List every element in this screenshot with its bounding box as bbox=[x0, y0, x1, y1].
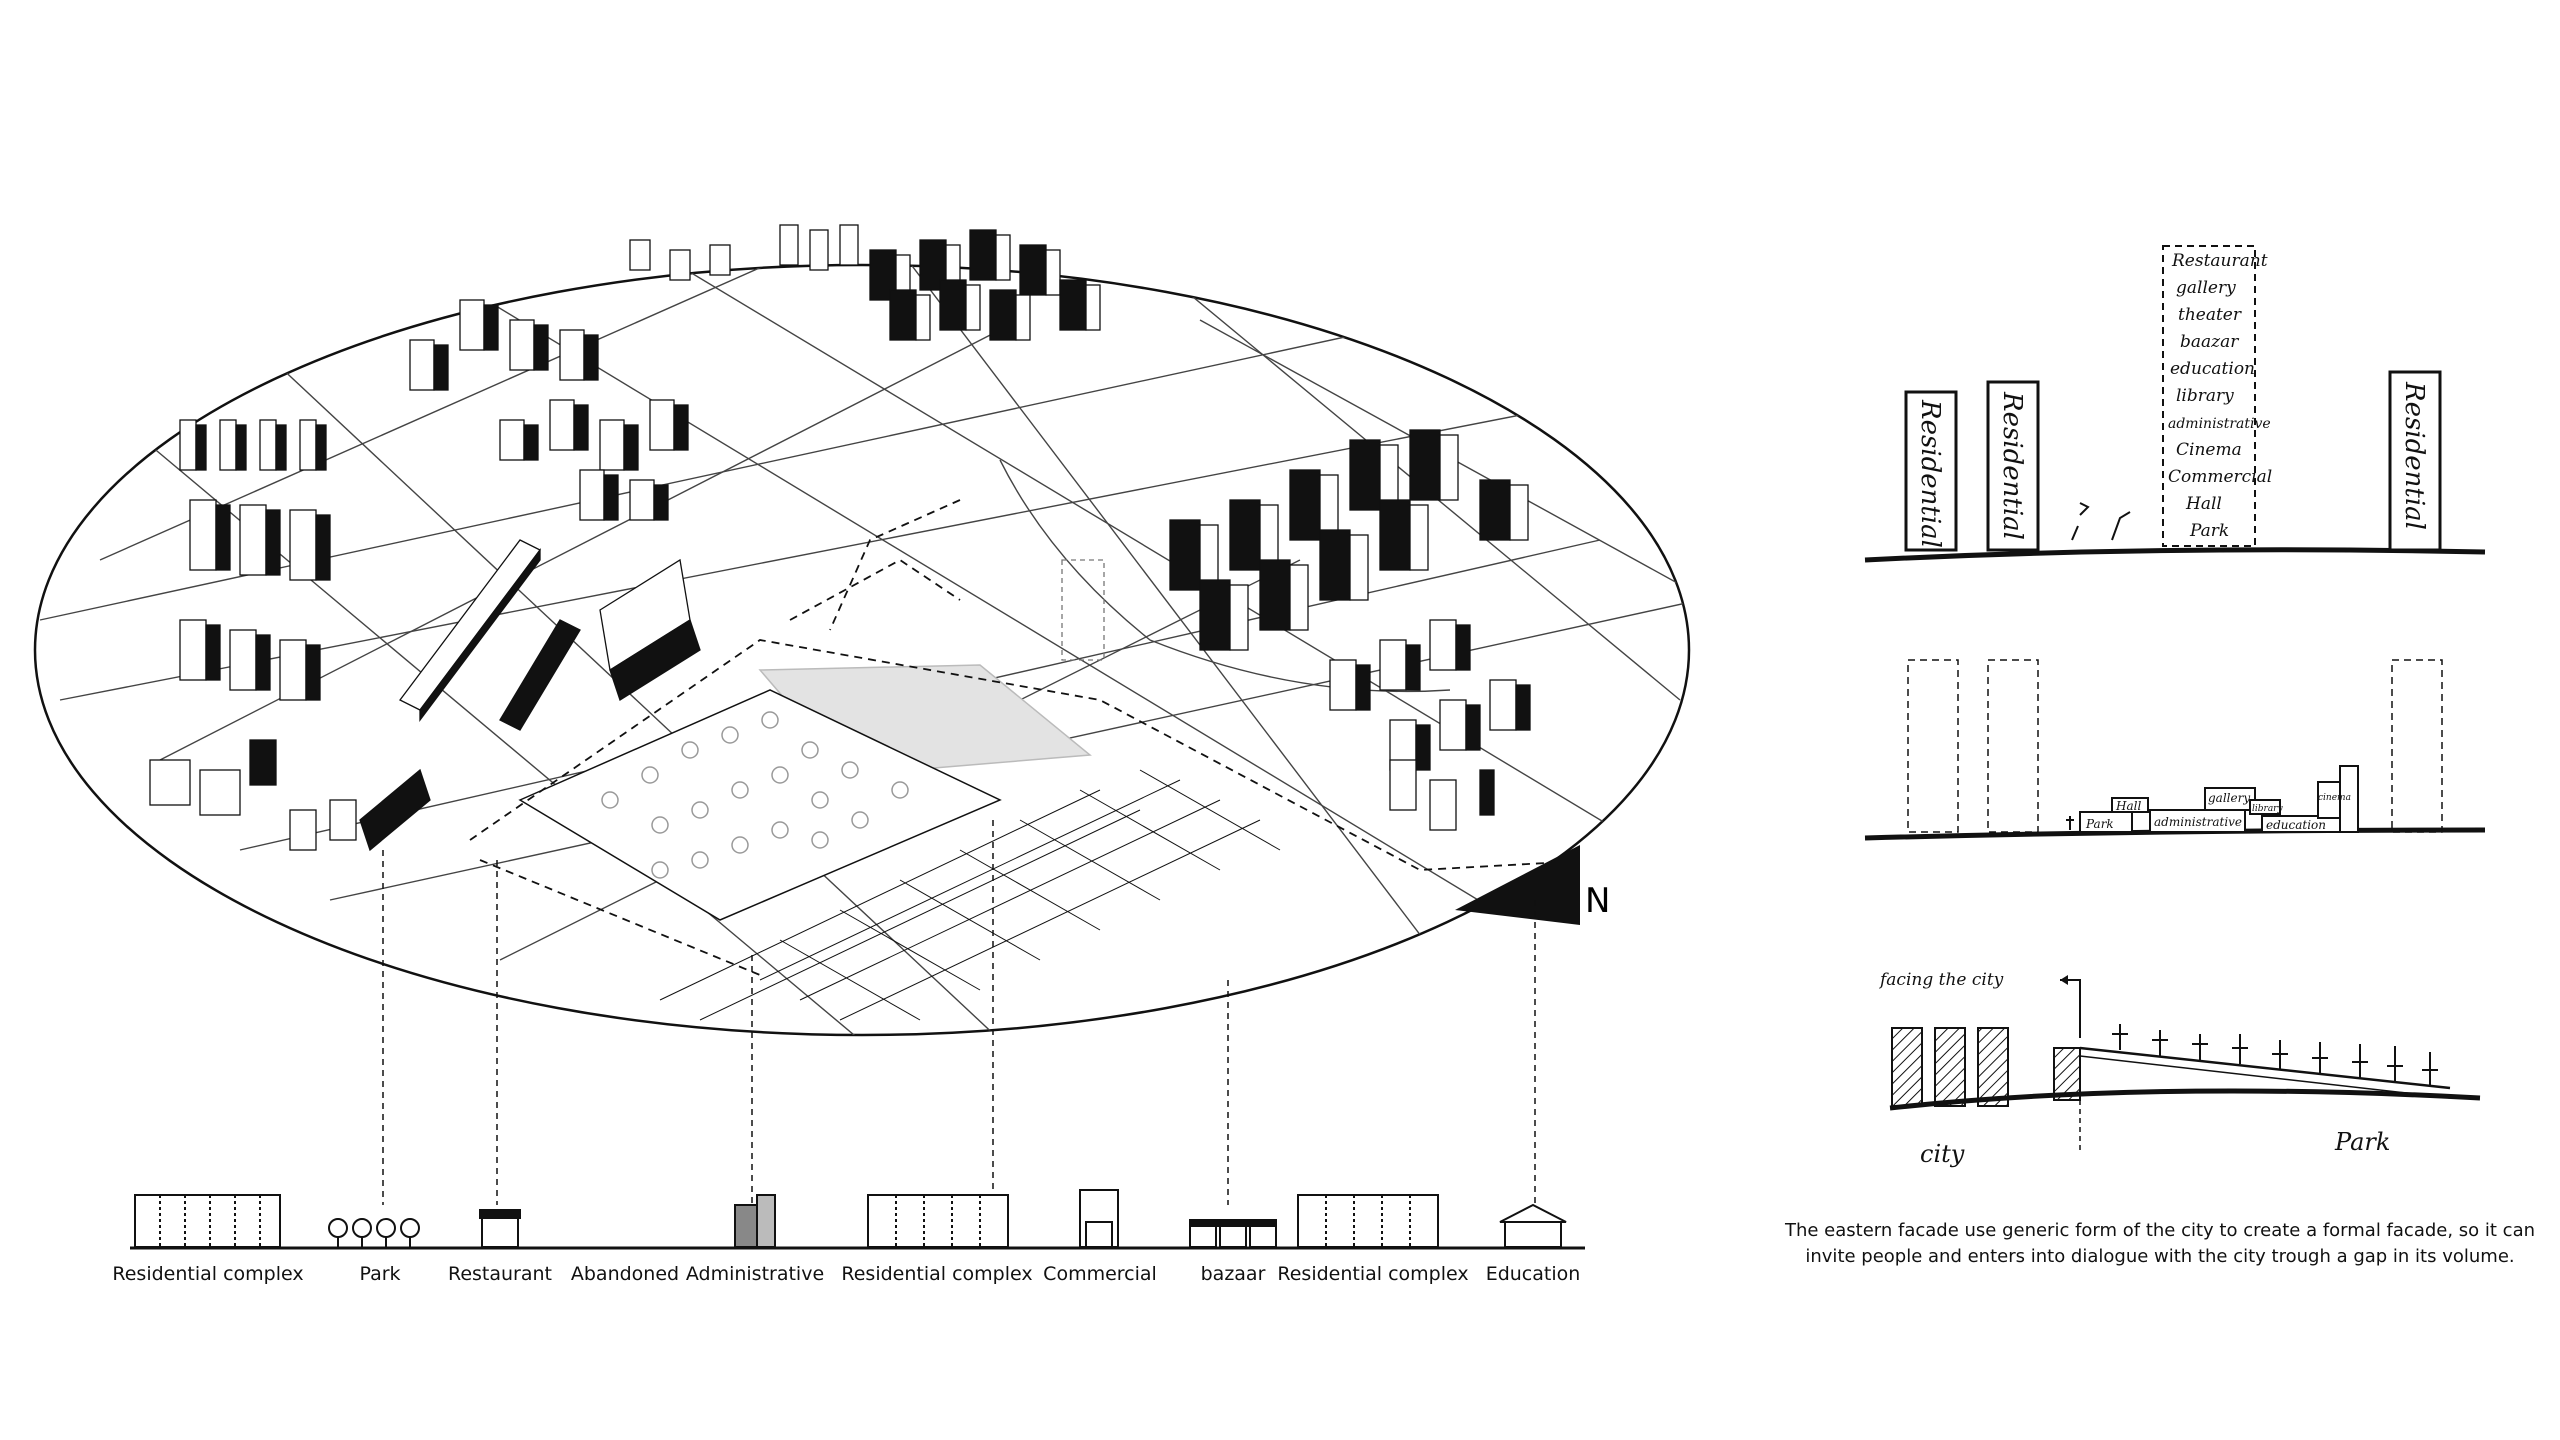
cluster-east bbox=[1169, 429, 1531, 831]
legend-label: bazaar bbox=[1201, 1263, 1266, 1285]
market-stalls-icon bbox=[1189, 1219, 1277, 1248]
legend-label: Administrative bbox=[686, 1263, 824, 1285]
cluster-northwest bbox=[409, 299, 689, 521]
svg-text:education: education bbox=[2266, 818, 2326, 832]
legend-label: Restaurant bbox=[448, 1263, 552, 1285]
svg-text:cinema: cinema bbox=[2318, 793, 2351, 803]
apartment-block-icon bbox=[867, 1194, 1009, 1248]
office-tower-icon bbox=[734, 1194, 776, 1248]
north-label: N bbox=[1585, 881, 1610, 921]
legend-label: Park bbox=[359, 1263, 400, 1285]
svg-text:Commercial: Commercial bbox=[2168, 467, 2272, 487]
svg-text:gallery: gallery bbox=[2208, 791, 2250, 805]
legend-label: Commercial bbox=[1043, 1263, 1157, 1285]
site-boundary bbox=[469, 499, 1601, 976]
svg-text:education: education bbox=[2170, 359, 2255, 379]
tower-label: Residential bbox=[1997, 391, 2027, 540]
svg-text:administrative: administrative bbox=[2168, 416, 2271, 432]
legend-label: Residential complex bbox=[1277, 1263, 1468, 1285]
svg-text:Park: Park bbox=[2085, 817, 2114, 831]
cluster-north bbox=[629, 224, 1101, 341]
svg-text:library: library bbox=[2252, 804, 2283, 814]
legend-strip: Residential complex Park Restaurant Aban… bbox=[112, 1189, 1585, 1285]
svg-text:theater: theater bbox=[2178, 305, 2242, 325]
caption-line-1: The eastern facade use generic form of t… bbox=[1784, 1220, 2536, 1241]
svg-text:Hall: Hall bbox=[2115, 799, 2141, 813]
proposed-tower bbox=[1061, 559, 1105, 661]
program-stack: Restaurant gallery theater baazar educat… bbox=[2168, 251, 2272, 541]
park-area bbox=[518, 689, 1002, 921]
svg-text:Hall: Hall bbox=[2185, 494, 2222, 514]
svg-text:Park: Park bbox=[2189, 521, 2229, 541]
leader-lines bbox=[382, 820, 1536, 1205]
slab-buildings bbox=[289, 539, 701, 852]
legend-label: Education bbox=[1486, 1263, 1581, 1285]
section-sketch-2: Park Hall administrative gallery library… bbox=[1864, 659, 2486, 841]
svg-text:administrative: administrative bbox=[2154, 815, 2242, 829]
caption-line-2: invite people and enters into dialogue w… bbox=[1805, 1246, 2515, 1267]
svg-text:library: library bbox=[2176, 386, 2234, 406]
building-clusters bbox=[149, 224, 1531, 852]
trees-icon bbox=[328, 1218, 420, 1248]
north-arrow-icon bbox=[1455, 845, 1580, 925]
facade-caption: The eastern facade use generic form of t… bbox=[1780, 1218, 2540, 1270]
legend-label: Abandoned bbox=[571, 1263, 679, 1285]
park-label: Park bbox=[2334, 1128, 2390, 1156]
section-sketch-1: Residential Residential Residential Rest… bbox=[1864, 245, 2486, 563]
cluster-west bbox=[149, 419, 331, 816]
apartment-block-icon bbox=[134, 1194, 281, 1248]
svg-text:gallery: gallery bbox=[2176, 278, 2236, 298]
svg-text:Cinema: Cinema bbox=[2176, 440, 2242, 460]
legend-label: Residential complex bbox=[841, 1263, 1032, 1285]
park-trees bbox=[601, 711, 909, 879]
apartment-block-icon bbox=[1297, 1194, 1439, 1248]
section-sketch-3: facing the city city Park bbox=[1878, 970, 2481, 1168]
shop-icon bbox=[1079, 1189, 1119, 1248]
svg-text:Restaurant: Restaurant bbox=[2171, 251, 2268, 271]
isometric-site-map: N bbox=[33, 224, 1691, 1205]
tower-label: Residential bbox=[2399, 381, 2429, 530]
svg-text:baazar: baazar bbox=[2180, 332, 2239, 352]
tower-label: Residential bbox=[1915, 399, 1945, 548]
parking-grid bbox=[659, 769, 1281, 1021]
legend-label: Residential complex bbox=[112, 1263, 303, 1285]
school-icon bbox=[1499, 1203, 1567, 1248]
restaurant-icon bbox=[479, 1209, 521, 1248]
city-label: city bbox=[1920, 1140, 1965, 1168]
facing-label: facing the city bbox=[1878, 970, 2004, 990]
